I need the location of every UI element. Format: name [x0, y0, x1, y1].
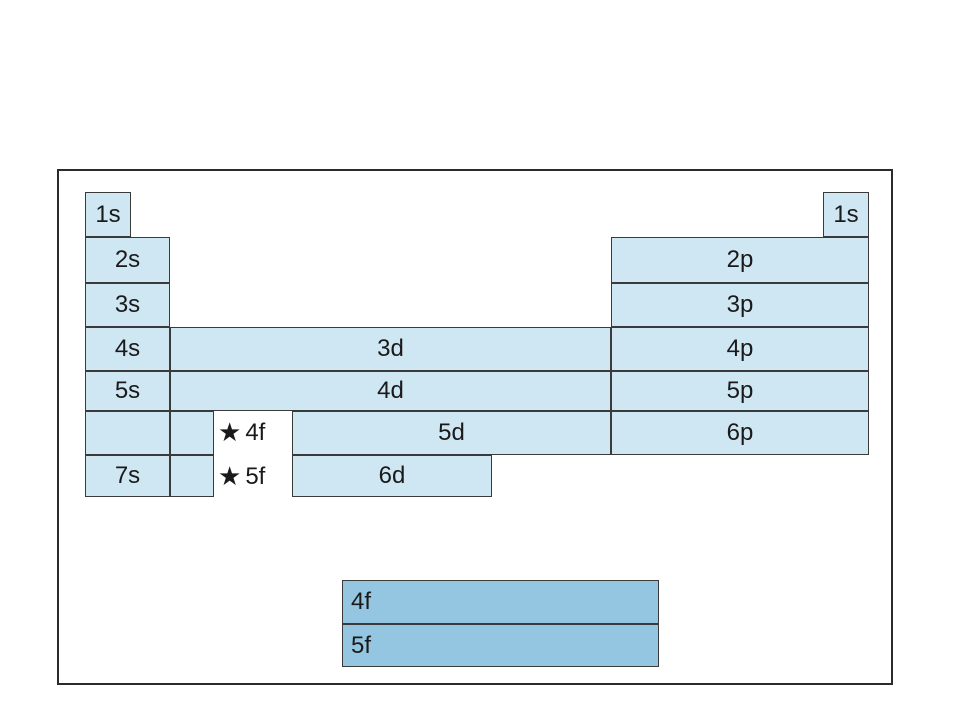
- block-label: 4d: [377, 377, 404, 404]
- block-label: 1s: [95, 200, 121, 228]
- block-4p: 4p: [611, 327, 869, 371]
- block-label: 1s: [833, 200, 859, 228]
- star-label-text: 4f: [245, 419, 266, 446]
- block-label: 7s: [114, 462, 141, 489]
- block-7s: 7s: [85, 455, 170, 497]
- block-5f-row: 5f: [342, 624, 659, 667]
- block-2p: 2p: [611, 237, 869, 283]
- block-label: 5d: [438, 419, 465, 446]
- block-label: 5f: [351, 631, 372, 659]
- block-label: 4p: [726, 335, 754, 362]
- block-label: 4s: [114, 335, 141, 362]
- block-3s: 3s: [85, 283, 170, 327]
- block-2s: 2s: [85, 237, 170, 283]
- block-6p: 6p: [611, 411, 869, 455]
- block-7-group3-cell: [170, 455, 214, 497]
- block-5d: 5d: [292, 411, 611, 455]
- block-label: 3s: [114, 291, 141, 318]
- block-label: 2p: [726, 246, 754, 273]
- block-label: 5s: [114, 377, 141, 404]
- block-label: 4f: [351, 588, 372, 615]
- block-1s-right: 1s: [823, 192, 869, 237]
- block-6-group3-cell: [170, 411, 214, 455]
- block-6s: [85, 411, 170, 455]
- block-6d: 6d: [292, 455, 492, 497]
- block-4f-row: 4f: [342, 580, 659, 624]
- star-label-5f: ★ 5f: [218, 455, 265, 499]
- star-icon: ★: [218, 462, 242, 492]
- block-label: 3p: [726, 291, 754, 318]
- star-icon: ★: [218, 418, 242, 448]
- block-label: 3d: [377, 335, 404, 362]
- block-5p: 5p: [611, 371, 869, 411]
- block-3p: 3p: [611, 283, 869, 327]
- block-3d: 3d: [170, 327, 611, 371]
- block-1s-left: 1s: [85, 192, 131, 237]
- block-label: 6p: [726, 419, 754, 446]
- block-4d: 4d: [170, 371, 611, 411]
- block-label: 2s: [114, 246, 141, 273]
- block-label: 6d: [378, 462, 406, 489]
- star-label-text: 5f: [245, 463, 266, 490]
- block-label: 5p: [726, 377, 754, 404]
- block-4s: 4s: [85, 327, 170, 371]
- block-5s: 5s: [85, 371, 170, 411]
- star-label-4f: ★ 4f: [218, 411, 265, 455]
